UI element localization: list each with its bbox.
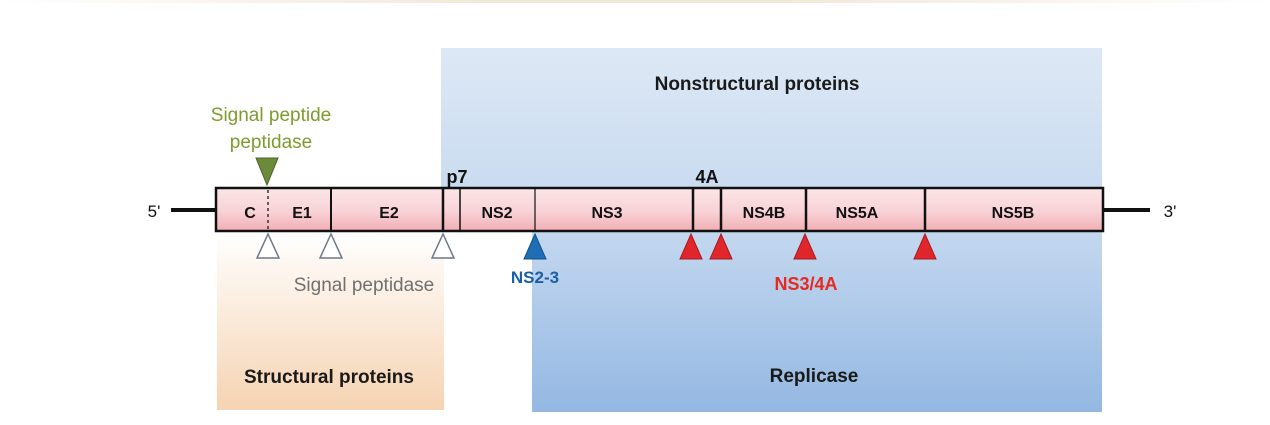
segment-label-ns4b: NS4B [743, 205, 786, 222]
nonstructural-title: Nonstructural proteins [655, 74, 860, 95]
ns3-4a-marker-ns5a-ns5b [913, 232, 937, 260]
segment-label-c: C [244, 205, 256, 222]
segment-label-ns5a: NS5A [836, 205, 879, 222]
polyprotein-bar [214, 186, 1105, 233]
segment-label-ns2: NS2 [481, 205, 512, 222]
segment-label-ns5b: NS5B [992, 205, 1035, 222]
three-prime-label: 3' [1164, 202, 1177, 221]
replicase-title: Replicase [770, 366, 859, 387]
segment-label-e1: E1 [292, 205, 312, 222]
signal-peptide-peptidase-marker [255, 157, 279, 187]
p7-label: p7 [446, 167, 467, 187]
ns3-4a-marker-4a-ns4b [709, 232, 733, 260]
signal-peptidase-marker-e1-e2 [318, 232, 344, 259]
top-border [0, 0, 1270, 3]
ns3-4a-marker-ns4b-ns5a [793, 232, 817, 260]
segment-label-ns3: NS3 [591, 205, 622, 222]
structural-title: Structural proteins [244, 367, 414, 388]
signal-peptidase-marker-e2-p7 [430, 232, 456, 259]
4a-label: 4A [695, 167, 718, 187]
signal-peptidase-label: Signal peptidase [294, 275, 435, 296]
ns3-4a-label: NS3/4A [774, 274, 837, 294]
ns3-4a-marker-ns3-4a [679, 232, 703, 260]
segment-label-e2: E2 [379, 205, 399, 222]
ns2-3-label: NS2-3 [511, 268, 559, 287]
structural-region [217, 232, 444, 410]
five-prime-label: 5' [148, 202, 161, 221]
signal-peptide-peptidase-label-line1: Signal peptide [211, 105, 331, 126]
signal-peptide-peptidase-label-line2: peptidase [230, 132, 312, 153]
signal-peptidase-marker-c-e1 [255, 232, 281, 259]
ns2-3-cleavage-marker [523, 232, 547, 260]
